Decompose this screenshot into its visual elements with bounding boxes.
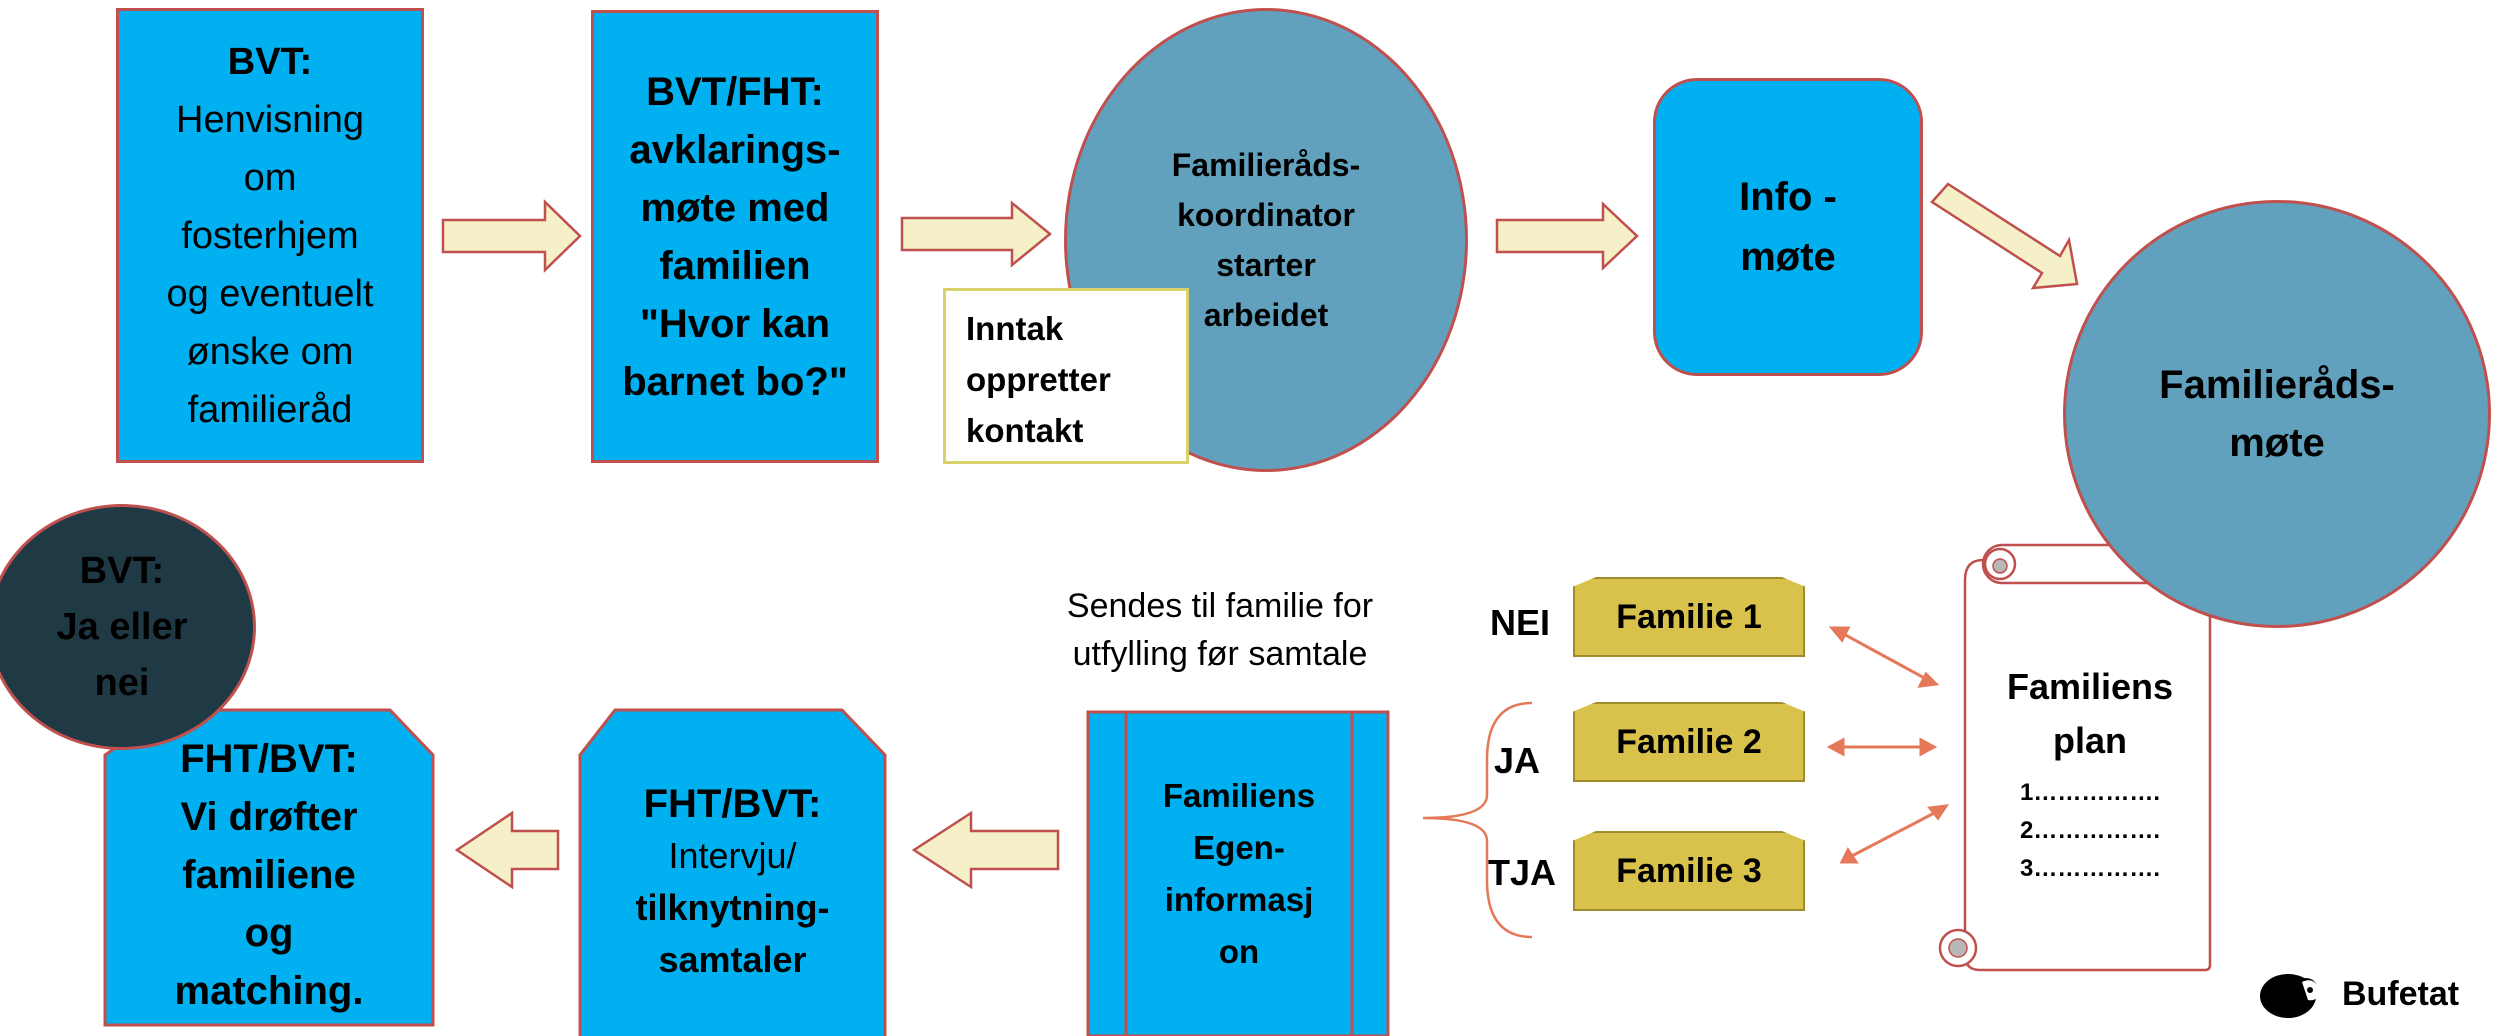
link-arrow-3 [1847,808,1941,860]
coordinator-line: arbeidet [1203,297,1329,333]
bufetat-logo: Bufetat [2258,968,2459,1020]
clarification-line: barnet bo?" [622,359,848,404]
family-plan-item: 2……………. [2019,817,2160,844]
coordinator-line: Familieråds- [1171,147,1361,183]
matching-line: og [244,911,294,955]
info-meeting-line: møte [1740,235,1836,279]
self-info-line: informasj [1164,881,1314,918]
family-plan-title: plan [2052,720,2127,761]
sent-note-line: utfylling før samtale [1072,635,1368,673]
matching-line: Vi drøfter [180,795,358,839]
clarification-line: møte med [640,185,830,230]
decision-line: nei [94,662,150,704]
self-info-line: Egen- [1193,829,1285,866]
intake-line: kontakt [966,412,1084,449]
clarification-line: BVT/FHT: [646,69,824,114]
sent-note: Sendes til familie for utfylling før sam… [1030,582,1410,678]
bufetat-logo-text: Bufetat [2342,974,2460,1013]
family-2-tag: Familie 2 [1573,702,1805,782]
info-meeting-box: Info - møte [1653,78,1923,376]
referral-line: familieråd [187,388,353,431]
family-meeting-line: Familieråds- [2159,363,2395,407]
sent-note-line: Sendes til familie for [1066,587,1374,625]
matching-line: FHT/BVT: [180,737,358,781]
decision-circle: BVT: Ja eller nei [0,504,256,750]
interview-line: samtaler [658,939,807,980]
referral-line: og eventuelt [166,272,374,315]
arrow-right-3 [1495,201,1639,271]
intake-line: Inntak [966,310,1064,347]
answer-tja: TJA [1488,852,1557,893]
referral-line: om [243,156,297,199]
clarification-line: familien [659,243,811,288]
arrow-right-2 [900,200,1052,268]
decision-line: BVT: [79,550,165,592]
bufetat-logo-icon [2260,974,2320,1018]
family-plan-item: 1……………. [2019,779,2160,806]
family-meeting-circle: Familieråds- møte [2063,200,2491,628]
matching-text: FHT/BVT: Vi drøfter familiene og matchin… [105,730,433,1020]
family-plan-title: Familiens [2006,666,2174,707]
arrow-diagonal [1930,182,2079,290]
info-meeting-line: Info - [1739,175,1837,219]
clarification-box: BVT/FHT: avklarings- møte med familien "… [591,10,879,463]
coordinator-line: starter [1216,247,1316,283]
arrow-left-1 [454,810,560,890]
interview-line: tilknytning- [635,887,830,928]
interview-heading: FHT/BVT: [643,782,822,826]
interview-text: FHT/BVT: Intervju/ tilknytning- samtaler [580,778,885,986]
matching-line: matching. [174,969,364,1013]
referral-heading: BVT: [227,40,313,83]
self-info-line: Familiens [1162,777,1316,814]
referral-box: BVT: Henvisning om fosterhjem og eventue… [116,8,424,463]
referral-line: Henvisning [176,98,364,141]
clarification-line: avklarings- [629,127,841,172]
family-meeting-line: møte [2229,421,2325,465]
family-3-tag: Familie 3 [1573,831,1805,911]
arrow-right-1 [441,199,582,273]
family-1-tag: Familie 1 [1573,577,1805,657]
referral-line: ønske om [186,330,354,373]
clarification-line: "Hvor kan [639,301,831,346]
intake-line: oppretter [966,361,1111,398]
referral-line: fosterhjem [181,214,359,257]
self-info-line: on [1218,933,1260,970]
link-arrow-1 [1839,630,1929,682]
family-plan-text: Familiens plan 1……………. 2……………. 3……………. [1980,660,2200,888]
interview-line: Intervju/ [668,835,797,876]
answer-nei: NEI [1490,602,1551,643]
intake-note: Inntak oppretter kontakt [943,288,1189,464]
matching-line: familiene [182,853,356,897]
bracket [1422,701,1533,939]
answer-ja: JA [1494,740,1541,781]
coordinator-line: koordinator [1177,197,1355,233]
family-plan-item: 3……………. [2019,855,2160,882]
arrow-left-2 [911,810,1060,890]
decision-line: Ja eller [56,606,188,648]
self-info-text: Familiens Egen- informasj on [1126,770,1352,978]
